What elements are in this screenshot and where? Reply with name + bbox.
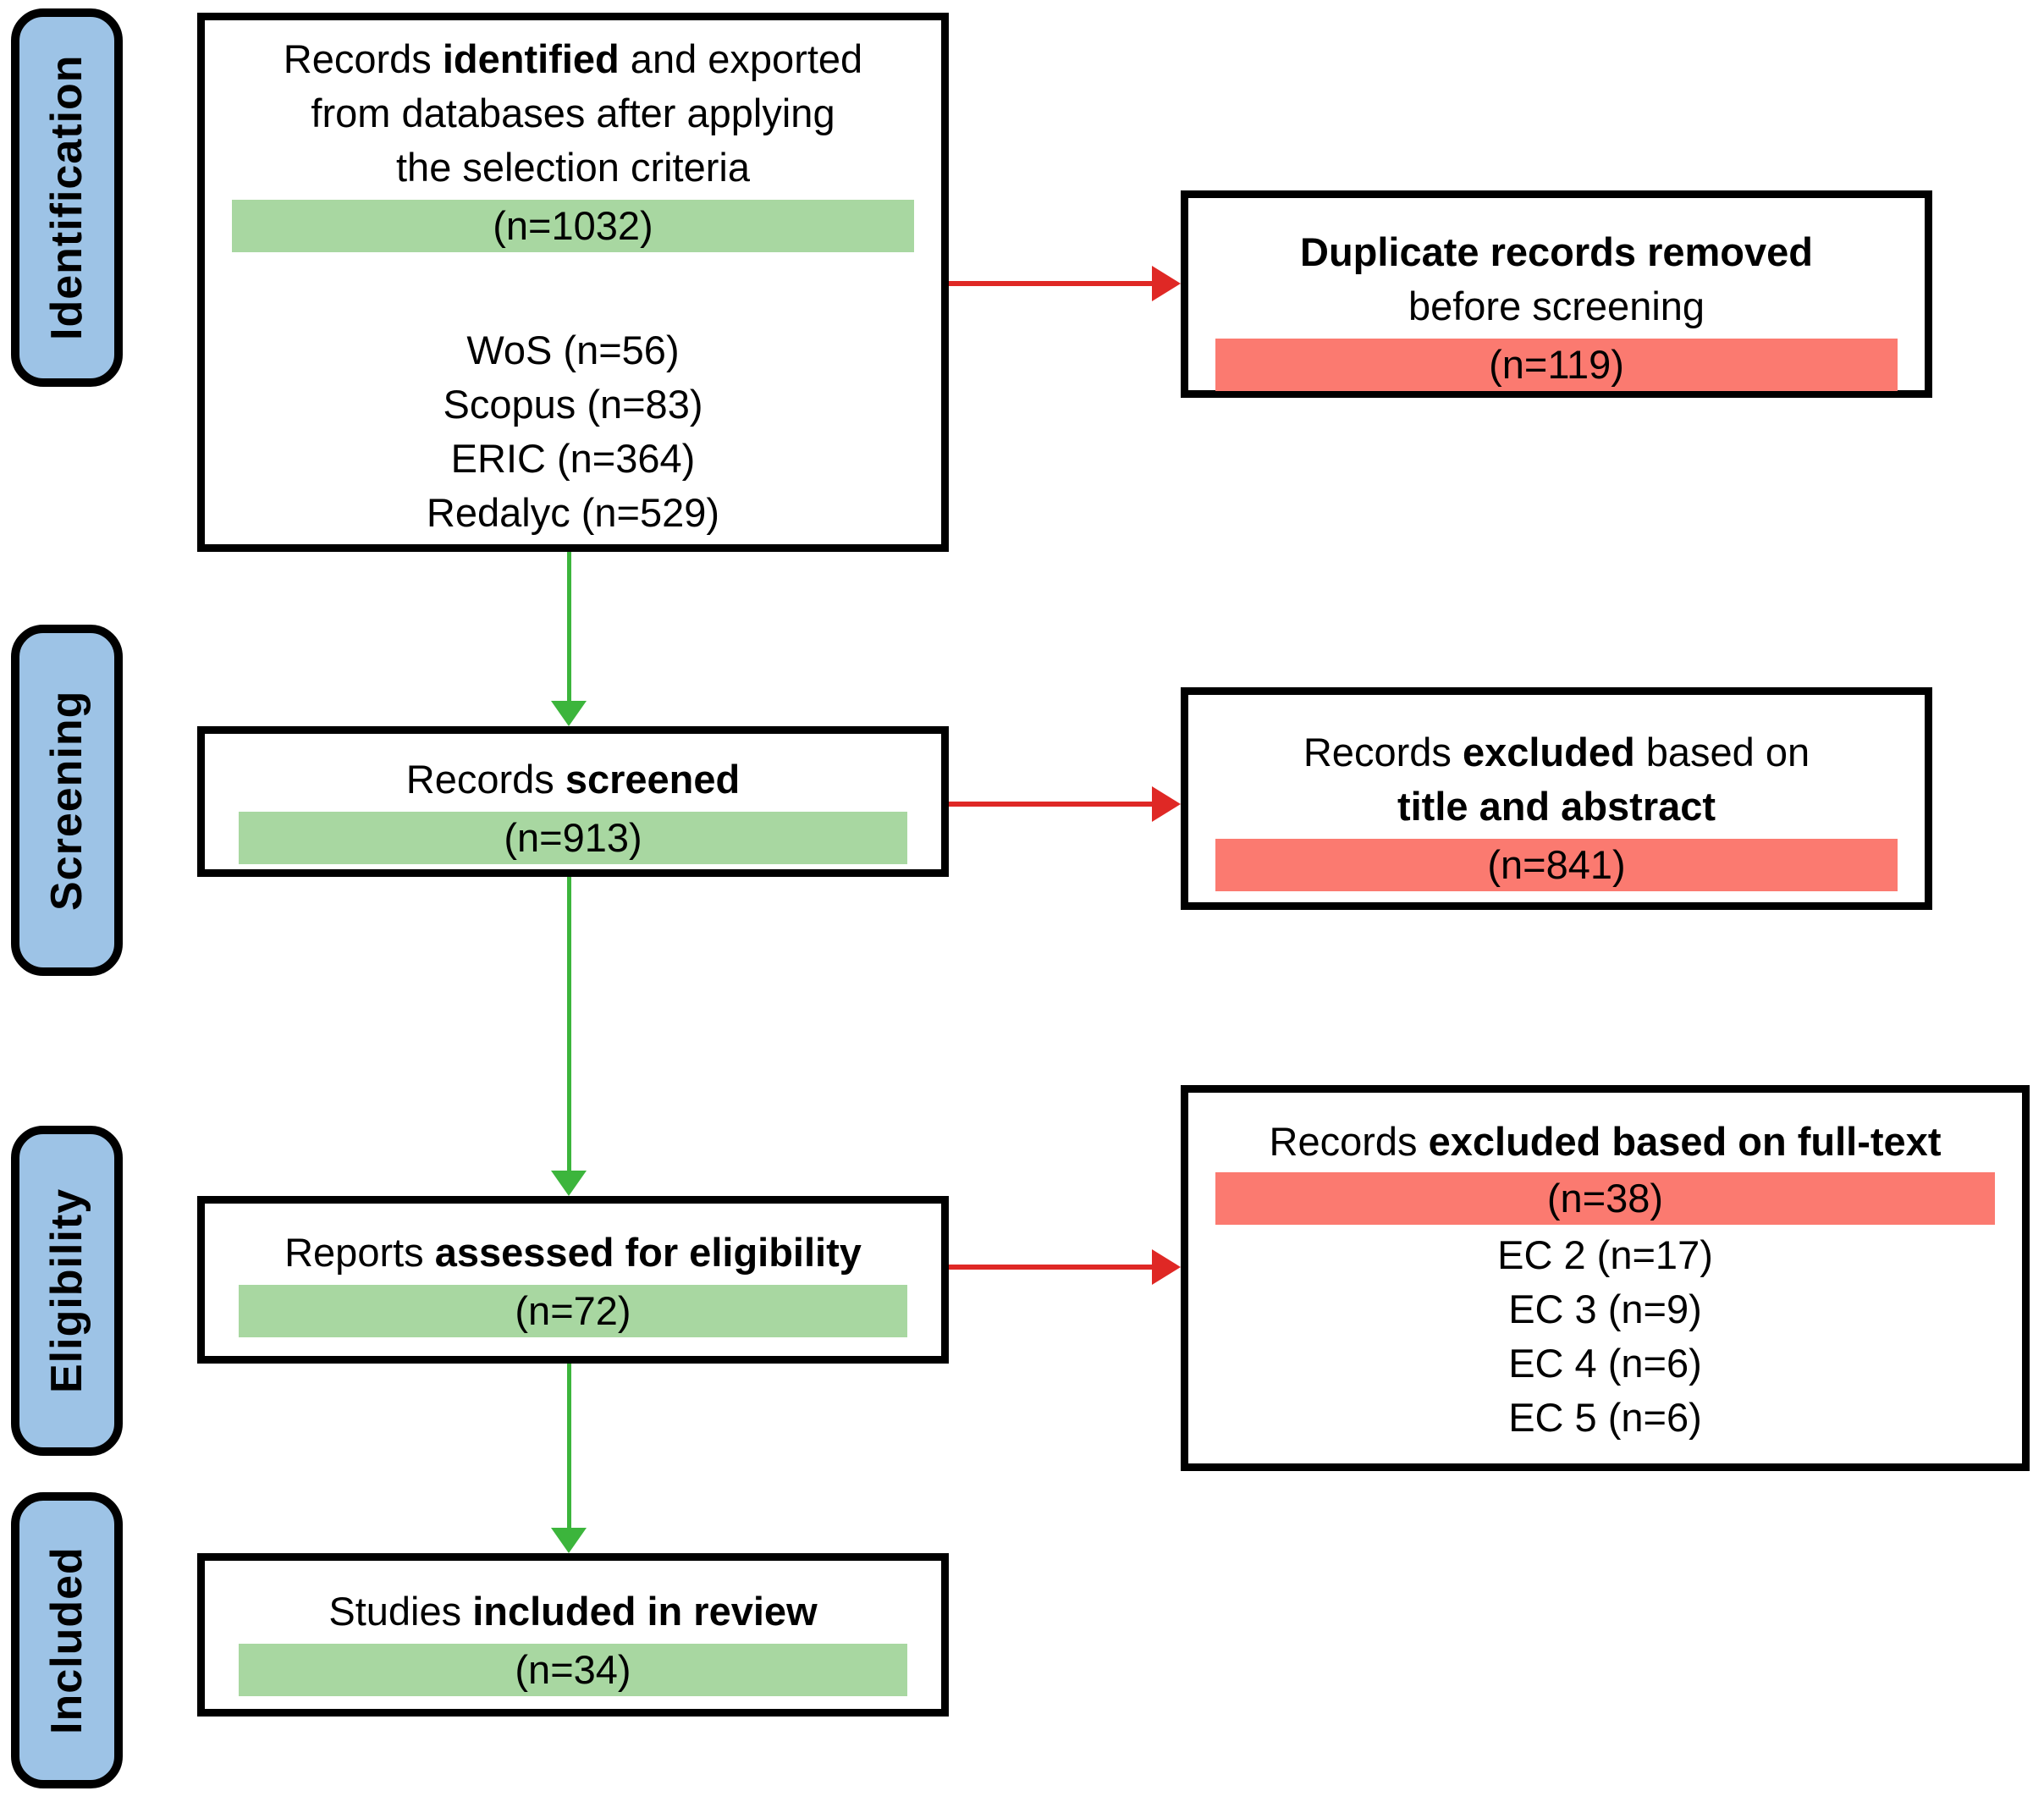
title-text: based on [1634, 730, 1810, 774]
criterion-ec5: EC 5 (n=6) [1508, 1395, 1702, 1440]
title-text-bold: assessed for eligibility [434, 1230, 862, 1275]
arrow-shaft [949, 802, 1152, 807]
criterion-ec2: EC 2 (n=17) [1497, 1232, 1713, 1277]
screening-title: Records screened [205, 752, 941, 807]
database-count-wos: WoS (n=56) [466, 328, 680, 372]
arrow-head-right-icon [1152, 266, 1181, 301]
arrow-screening-to-eligibility [550, 877, 587, 1196]
title-text-bold: excluded [1462, 730, 1635, 774]
excluded-ta-subtitle: title and abstract [1188, 780, 1925, 834]
duplicates-count-bar: (n=119) [1215, 339, 1898, 391]
title-text: Records [405, 757, 565, 802]
title-text: Reports [284, 1230, 435, 1275]
title-text: Records [283, 36, 443, 81]
screening-box: Records screened (n=913) [197, 726, 949, 877]
title-text-bold: excluded based on full-text [1428, 1119, 1942, 1164]
database-count-redalyc: Redalyc (n=529) [426, 490, 720, 535]
title-text-bold: included in review [472, 1589, 818, 1634]
excluded-ft-title: Records excluded based on full-text [1188, 1115, 2022, 1169]
criterion-ec3: EC 3 (n=9) [1508, 1287, 1702, 1331]
title-text-bold: screened [565, 757, 741, 802]
eligibility-count-bar: (n=72) [239, 1285, 907, 1337]
arrow-shaft [949, 281, 1152, 286]
database-counts: WoS (n=56) Scopus (n=83) ERIC (n=364) Re… [205, 323, 941, 540]
database-count-eric: ERIC (n=364) [450, 436, 696, 481]
arrow-to-excluded-full-text [949, 1249, 1181, 1285]
excluded-title-abstract-box: Records excluded based on title and abst… [1181, 687, 1932, 910]
identification-title-line2: from databases after applying [311, 91, 835, 135]
arrow-shaft [566, 552, 571, 701]
arrow-head-right-icon [1152, 786, 1181, 822]
database-count-scopus: Scopus (n=83) [443, 382, 703, 427]
identification-title: Records identified and exported [205, 32, 941, 86]
excluded-ta-count-bar: (n=841) [1215, 839, 1898, 891]
arrow-head-down-icon [551, 1528, 587, 1553]
eligibility-title: Reports assessed for eligibility [205, 1226, 941, 1280]
criterion-ec4: EC 4 (n=6) [1508, 1341, 1702, 1386]
excluded-full-text-box: Records excluded based on full-text (n=3… [1181, 1085, 2030, 1471]
arrow-identification-to-screening [550, 552, 587, 726]
title-text: and exported [619, 36, 863, 81]
title-text: Records [1269, 1119, 1429, 1164]
identification-box: Records identified and exported from dat… [197, 13, 949, 552]
arrow-eligibility-to-included [550, 1364, 587, 1553]
excluded-ta-title: Records excluded based on [1188, 725, 1925, 780]
title-text: Studies [328, 1589, 473, 1634]
arrow-shaft [566, 1364, 571, 1528]
duplicates-title: Duplicate records removed [1188, 225, 1925, 279]
excluded-ft-count-bar: (n=38) [1215, 1172, 1995, 1225]
identification-title-line3: the selection criteria [396, 145, 750, 190]
arrow-head-down-icon [551, 701, 587, 726]
exclusion-criteria-list: EC 2 (n=17) EC 3 (n=9) EC 4 (n=6) EC 5 (… [1188, 1228, 2022, 1445]
duplicates-subtitle: before screening [1408, 284, 1705, 328]
arrow-head-right-icon [1152, 1249, 1181, 1285]
stage-label-screening: Screening [11, 625, 123, 976]
included-title: Studies included in review [205, 1584, 941, 1639]
stage-label-identification: Identification [11, 8, 123, 387]
stage-label-eligibility: Eligibility [11, 1126, 123, 1456]
stage-label-included: Included [11, 1492, 123, 1788]
arrow-to-excluded-title-abstract [949, 786, 1181, 822]
screening-count-bar: (n=913) [239, 812, 907, 864]
title-text: Records [1303, 730, 1463, 774]
eligibility-box: Reports assessed for eligibility (n=72) [197, 1196, 949, 1364]
duplicates-removed-box: Duplicate records removed before screeni… [1181, 190, 1932, 398]
arrow-shaft [566, 877, 571, 1171]
arrow-to-duplicates-removed [949, 266, 1181, 301]
included-count-bar: (n=34) [239, 1644, 907, 1696]
arrow-shaft [949, 1265, 1152, 1270]
title-text-bold: identified [442, 36, 620, 81]
included-box: Studies included in review (n=34) [197, 1553, 949, 1717]
arrow-head-down-icon [551, 1171, 587, 1196]
title-text-bold: title and abstract [1397, 784, 1716, 829]
identification-count-bar: (n=1032) [232, 200, 914, 252]
title-text-bold: Duplicate records removed [1300, 229, 1813, 274]
